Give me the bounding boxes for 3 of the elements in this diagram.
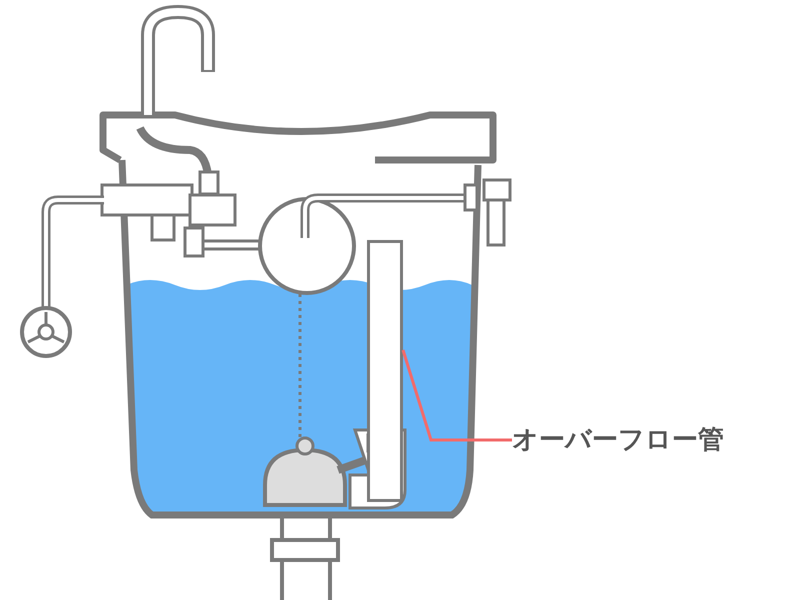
overflow-pipe	[367, 240, 403, 502]
leader-line	[402, 350, 512, 442]
callout-label: オーバーフロー管	[512, 420, 724, 460]
